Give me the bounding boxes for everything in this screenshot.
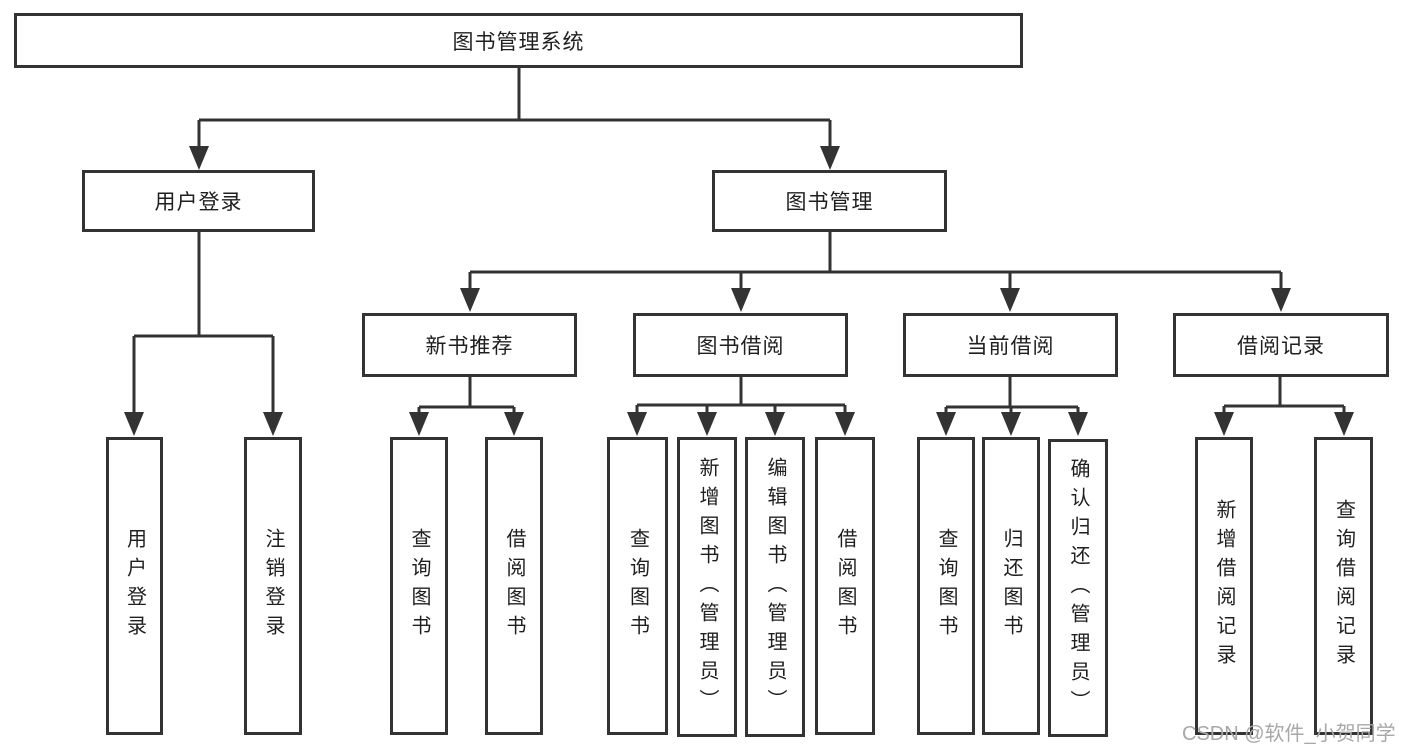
node-book-management: 图书管理 xyxy=(712,170,947,232)
leaf-add-borrow-record: 新增借阅记录 xyxy=(1195,437,1253,735)
leaf-borrow-book-2-label: 借阅图书 xyxy=(834,528,856,644)
leaf-logout-label: 注销登录 xyxy=(262,528,284,644)
leaf-add-book-admin-label: 新增图书（管理员） xyxy=(696,456,718,718)
node-borrow-record: 借阅记录 xyxy=(1173,313,1389,377)
leaf-return-book-label: 归还图书 xyxy=(1000,528,1022,644)
leaf-user-login: 用户登录 xyxy=(106,437,163,735)
leaf-user-login-label: 用户登录 xyxy=(123,528,146,644)
leaf-return-book: 归还图书 xyxy=(982,437,1040,735)
leaf-query-borrow-record: 查询借阅记录 xyxy=(1314,437,1373,735)
leaf-confirm-return-admin-label: 确认归还（管理员） xyxy=(1067,457,1089,719)
leaf-borrow-book-1-label: 借阅图书 xyxy=(503,528,525,644)
node-new-book-recommend: 新书推荐 xyxy=(362,313,577,377)
leaf-query-book-1-label: 查询图书 xyxy=(408,528,430,644)
leaf-confirm-return-admin: 确认归还（管理员） xyxy=(1048,439,1108,737)
leaf-add-borrow-record-label: 新增借阅记录 xyxy=(1213,499,1235,673)
leaf-query-borrow-record-label: 查询借阅记录 xyxy=(1332,499,1355,673)
leaf-edit-book-admin-label: 编辑图书（管理员） xyxy=(764,456,786,718)
node-user-login: 用户登录 xyxy=(82,170,315,232)
csdn-watermark: CSDN @软件_小贺同学 xyxy=(1182,723,1396,745)
node-book-borrow: 图书借阅 xyxy=(633,313,848,377)
leaf-add-book-admin: 新增图书（管理员） xyxy=(677,437,737,737)
leaf-query-book-2: 查询图书 xyxy=(607,437,668,735)
arrowheads xyxy=(124,146,1354,436)
node-current-borrow: 当前借阅 xyxy=(903,313,1118,377)
leaf-query-book-3-label: 查询图书 xyxy=(935,528,957,644)
leaf-query-book-2-label: 查询图书 xyxy=(626,528,649,644)
leaf-query-book-1: 查询图书 xyxy=(390,437,448,735)
leaf-edit-book-admin: 编辑图书（管理员） xyxy=(745,437,805,737)
node-root-system: 图书管理系统 xyxy=(14,13,1023,68)
leaf-query-book-3: 查询图书 xyxy=(917,437,975,735)
leaf-borrow-book-1: 借阅图书 xyxy=(485,437,543,735)
leaf-borrow-book-2: 借阅图书 xyxy=(815,437,875,735)
leaf-logout: 注销登录 xyxy=(244,437,302,735)
